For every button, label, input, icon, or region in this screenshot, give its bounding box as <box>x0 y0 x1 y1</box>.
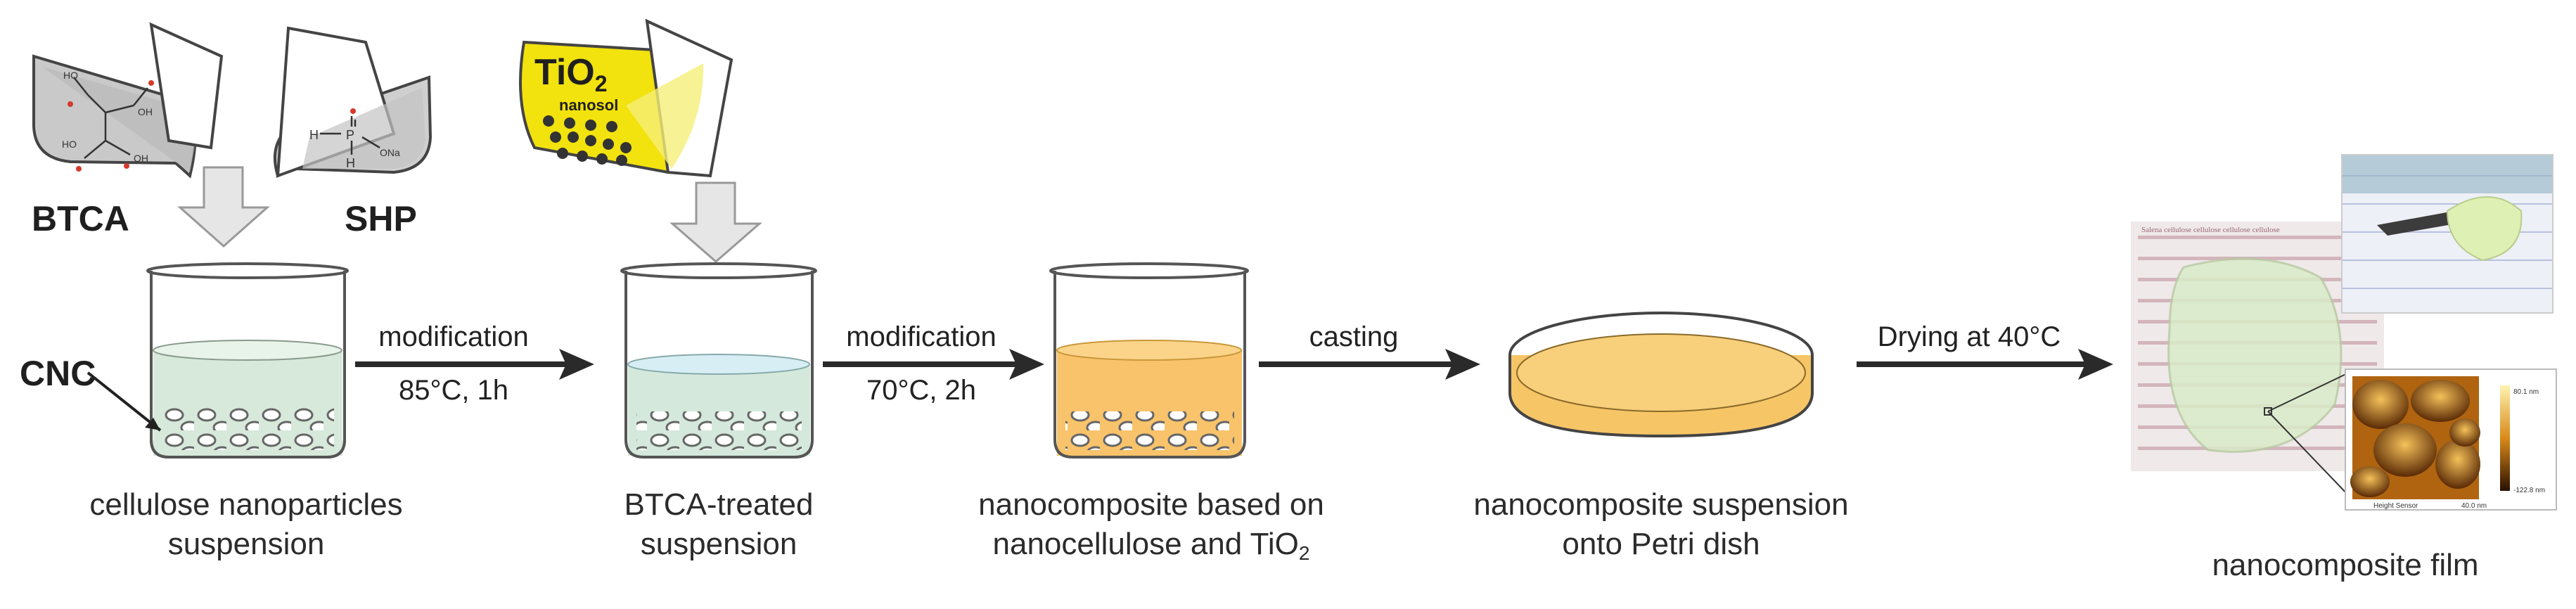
cnc-label: CNC <box>20 354 96 393</box>
arrow-1 <box>355 349 594 380</box>
arrow-1-bottom-label: 85°C, 1h <box>399 375 508 406</box>
cnc-beaker <box>146 262 349 459</box>
shp-h2-text: H <box>346 156 355 170</box>
step-3-caption-line1: nanocomposite based on <box>978 487 1324 522</box>
arrow-2 <box>823 349 1044 380</box>
arrow-2-bottom-label: 70°C, 2h <box>866 375 976 406</box>
arrow-2-top-label: modification <box>846 321 996 352</box>
btca-oh1-text: OH <box>138 106 153 117</box>
step-1-caption-line1: cellulose nanoparticles <box>89 487 402 522</box>
shp-bottle: H P H ONa <box>273 26 432 178</box>
arrow-4-top-label: Drying at 40°C <box>1878 321 2061 352</box>
btca-label: BTCA <box>32 199 129 238</box>
step-1-caption-line2: suspension <box>168 527 325 561</box>
tio2-down-arrow <box>669 181 763 263</box>
step-2-caption-line2: suspension <box>641 527 797 561</box>
btca-beaker <box>620 262 817 459</box>
step-3-caption-line2: nanocellulose and TiO2 <box>993 527 1310 564</box>
shp-h1-text: H <box>309 128 319 142</box>
shp-ona-text: ONa <box>380 147 400 158</box>
shp-p-text: P <box>346 128 354 142</box>
btca-oh2-text: OH <box>134 153 148 164</box>
tio2-bottle <box>519 18 733 178</box>
cnc-pointer <box>86 371 162 432</box>
nanosol-label: nanosol <box>559 96 618 114</box>
arrow-3 <box>1259 349 1480 380</box>
tio2-label: TiO2 <box>534 52 608 96</box>
afm-scale-top: 80.1 nm <box>2513 388 2539 396</box>
afm-scale-bottom: -122.8 nm <box>2513 487 2545 494</box>
step-2-caption-line1: BTCA-treated <box>624 487 814 522</box>
arrow-3-top-label: casting <box>1309 321 1399 352</box>
afm-caption-right: 40.0 nm <box>2461 502 2487 510</box>
reagent-down-arrow <box>177 166 270 248</box>
btca-ho1-text: HO <box>63 70 78 81</box>
paper-text: Salena cellulose cellulose cellulose cel… <box>2141 226 2280 234</box>
step-4-caption-line1: nanocomposite suspension <box>1473 487 1848 522</box>
btca-bottle: HO HO OH OH <box>32 22 224 179</box>
petri-dish <box>1508 312 1814 438</box>
film-photo: Salena cellulose cellulose cellulose cel… <box>2131 154 2557 511</box>
tio2-beaker <box>1049 262 1249 459</box>
arrow-1-top-label: modification <box>378 321 528 352</box>
shp-label: SHP <box>345 199 417 238</box>
afm-caption-left: Height Sensor <box>2373 502 2418 510</box>
btca-ho2-text: HO <box>62 139 77 150</box>
step-4-caption-line2: onto Petri dish <box>1562 527 1760 561</box>
arrow-4 <box>1857 349 2113 380</box>
step-5-caption: nanocomposite film <box>2212 548 2478 582</box>
